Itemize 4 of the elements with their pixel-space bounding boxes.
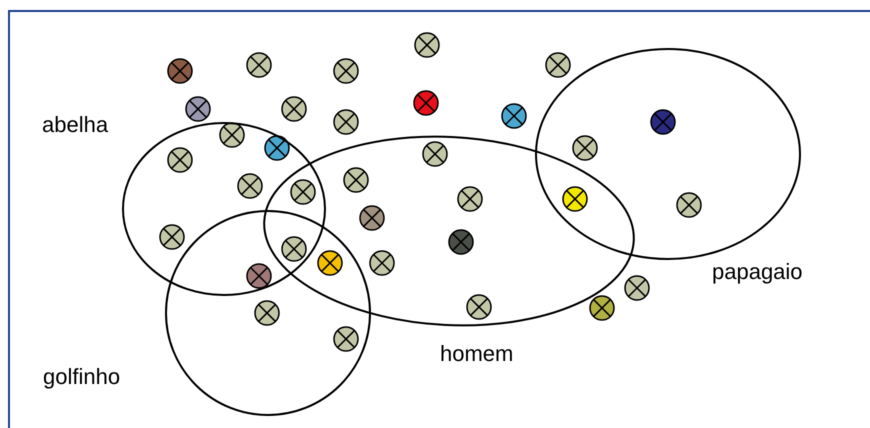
set-label: homem (440, 343, 514, 365)
set-label: abelha (42, 114, 108, 136)
set-label: papagaio (712, 261, 803, 283)
set-label: golfinho (43, 366, 120, 388)
